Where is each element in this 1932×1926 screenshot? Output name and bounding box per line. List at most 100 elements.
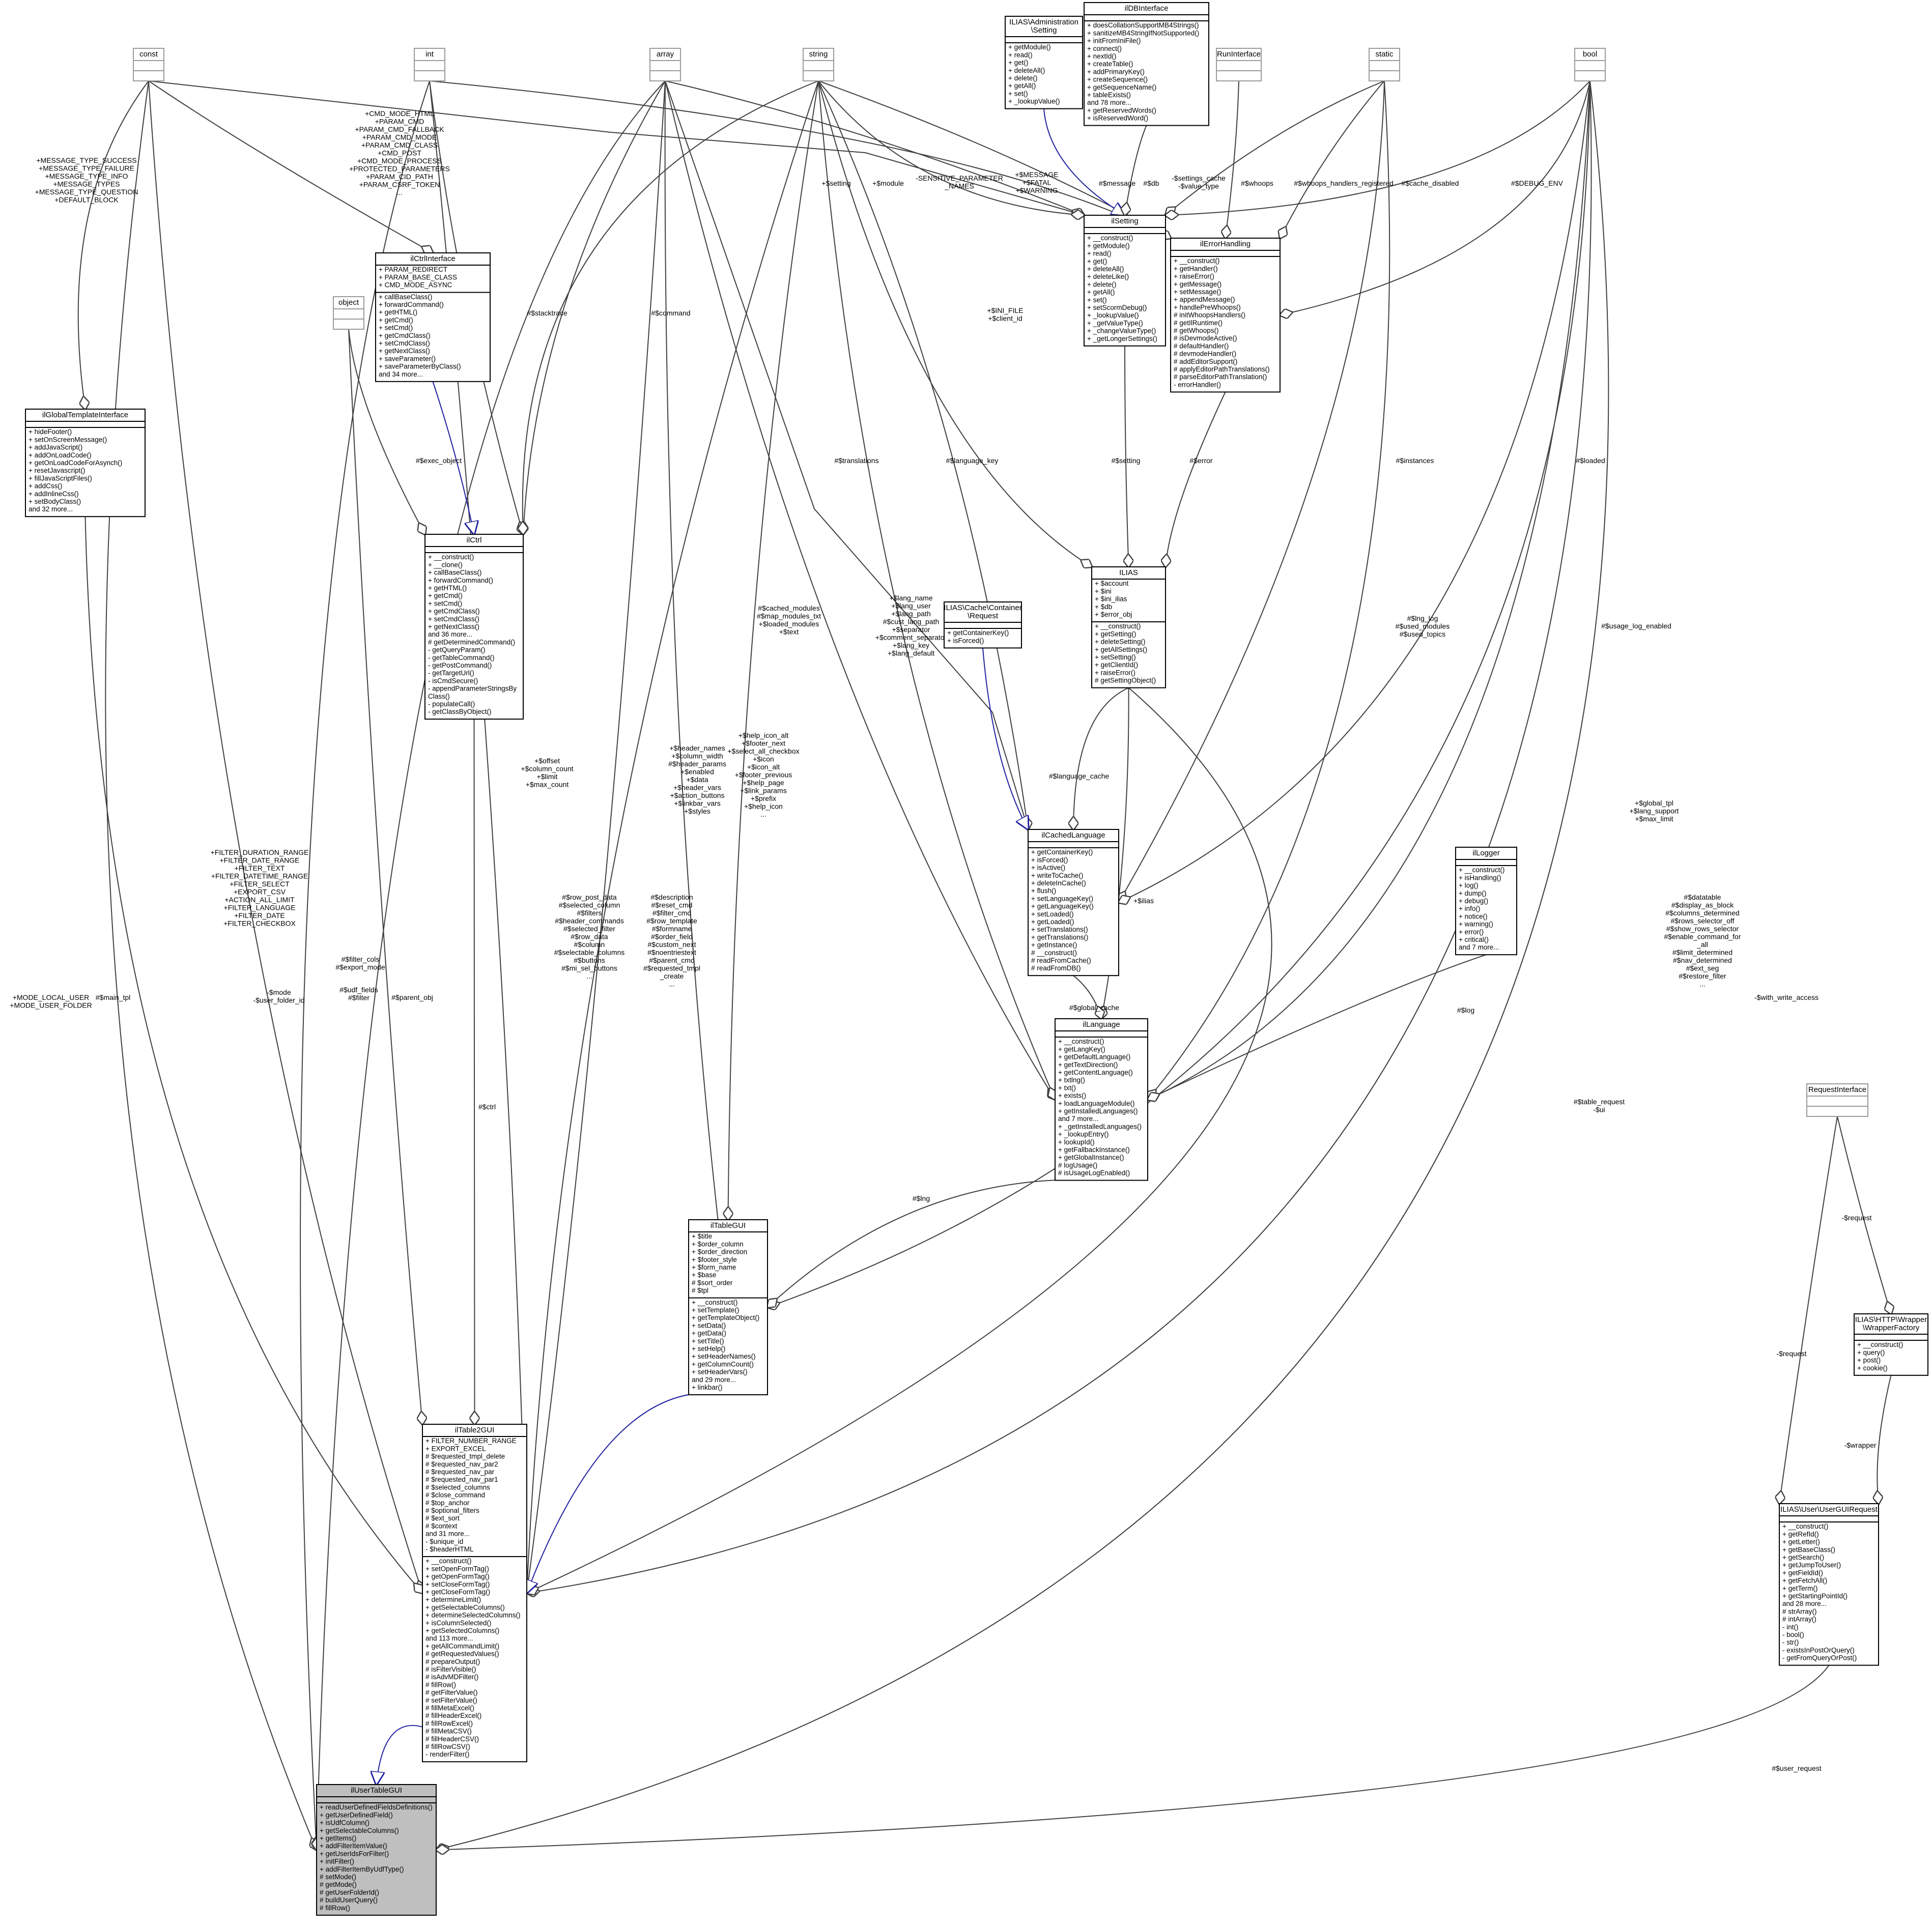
class-method: + addFilterItemValue() xyxy=(320,1842,387,1850)
edge-label-line: #$cached_modules xyxy=(758,604,819,612)
edge-label-line: +$action_buttons xyxy=(670,791,724,799)
edge-label-line: #$setting xyxy=(1112,456,1141,465)
edge-label-line: #$parent_cmd xyxy=(649,956,695,964)
class-method: - renderFilter() xyxy=(425,1750,469,1758)
edge-label-line: +PROTECTED_PARAMETERS xyxy=(349,165,450,173)
class-method: + connect() xyxy=(1087,45,1122,52)
class-method: + forwardCommand() xyxy=(428,577,493,584)
edge-label-line: -$mode xyxy=(267,988,291,996)
association-edge xyxy=(1073,975,1101,1019)
class-method: # fillHeaderExcel() xyxy=(425,1712,481,1719)
class-method: + flush() xyxy=(1031,887,1056,895)
class-method: + lookupId() xyxy=(1058,1138,1095,1146)
class-object: object xyxy=(333,296,364,330)
class-method: # applyEditorPathTranslations() xyxy=(1174,365,1270,373)
class-httpwrapper-factory: ILIAS\HTTP\Wrapper\WrapperFactory+ __con… xyxy=(1854,1313,1928,1376)
edge-label-line: #$order_field xyxy=(651,933,693,941)
association-edge xyxy=(1166,80,1590,215)
class-method: + appendMessage() xyxy=(1174,296,1235,303)
class-method: + getModule() xyxy=(1008,43,1051,51)
class-method: - str() xyxy=(1782,1638,1799,1646)
edge-label-line: +FILTER_TEXT xyxy=(235,864,285,872)
class-method: + getFetchAll() xyxy=(1782,1577,1827,1585)
class-method: + getColumnCount() xyxy=(692,1360,754,1368)
edge-label-line: +PARAM_CMD_FALLBACK xyxy=(355,125,444,133)
edge-label-line: #$rows_selector_off xyxy=(1670,917,1734,925)
edge-label-line: +$lang_default xyxy=(888,649,934,657)
edge-label-line: #$requested_tmpl xyxy=(643,964,700,972)
edge-label-filtercols: #$filter_cols#$export_mode xyxy=(335,955,385,971)
class-box-frame xyxy=(1170,238,1281,393)
edge-label-udffields: #$udf_fields#$filter xyxy=(339,986,378,1002)
association-edge xyxy=(527,80,819,1593)
association-edge xyxy=(1119,80,1385,903)
edge-label-line: +$help_icon_alt xyxy=(738,731,789,739)
class-box-frame xyxy=(1084,215,1166,347)
edge-label-line: #$language_key xyxy=(946,456,999,465)
class-method: + getOpenFormTag() xyxy=(425,1573,490,1580)
class-attribute: + $footer_style xyxy=(692,1256,737,1263)
edge-label-line: +$footer_next xyxy=(742,739,785,748)
association-edge xyxy=(436,80,1609,1850)
association-edge xyxy=(768,1179,1102,1307)
class-method: + getItems() xyxy=(320,1834,356,1842)
edge-label-line: +$offset xyxy=(534,757,560,765)
association-edge xyxy=(818,80,1028,829)
association-edge xyxy=(77,80,149,409)
class-name: ilLogger xyxy=(1472,849,1499,857)
edge-label-line: _all xyxy=(1696,940,1708,948)
class-method: + __construct() xyxy=(1459,866,1504,874)
class-box-frame xyxy=(424,534,524,720)
class-method: + dump() xyxy=(1459,889,1486,897)
edge-label-cachedmods: #$cached_modules#$map_modules_txt+$loade… xyxy=(757,604,821,636)
edge-label-rowpost: #$row_post_data#$selected_column#$filter… xyxy=(554,893,625,980)
class-method: + getClientId() xyxy=(1095,661,1138,669)
association-edge xyxy=(527,687,1272,1593)
class-method: and 7 more... xyxy=(1459,943,1499,951)
class-admin-setting: ILIAS\Administration\Setting+ getModule(… xyxy=(1005,16,1083,109)
class-attribute: + $form_name xyxy=(692,1263,736,1271)
class-method: + getAllSettings() xyxy=(1095,646,1147,653)
class-method: + read() xyxy=(1087,250,1112,257)
class-method: + addInlineCss() xyxy=(29,490,79,498)
class-name: ILIAS\Cache\Container\Request xyxy=(944,603,1021,620)
class-attribute: # $requested_nav_par xyxy=(425,1468,495,1476)
edge-label-line: +CMD_MODE_PROCESS xyxy=(357,157,442,165)
class-method: + cookie() xyxy=(1857,1364,1888,1372)
edge-label-lnglog: #$lng_log#$used_modules#$used_topics xyxy=(1396,614,1450,638)
class-ilias: ILIAS+ $account+ $ini+ $ini_ilias+ $db+ … xyxy=(1091,566,1166,688)
edge-label-line: +PARAM_CMD_MODE xyxy=(362,133,437,141)
edge-label-line: #$global_cache xyxy=(1069,1003,1119,1012)
class-method: + getSelectedColumns() xyxy=(425,1627,499,1634)
class-attribute: + $db xyxy=(1095,603,1112,611)
class-method: + getFallbackInstance() xyxy=(1058,1146,1130,1154)
class-attribute: + $error_obj xyxy=(1095,611,1132,618)
edge-label-line: #$loaded xyxy=(1576,456,1605,465)
edge-label-line: +$styles xyxy=(684,807,711,815)
class-method: + getAll() xyxy=(1008,82,1036,90)
class-method: - populateCall() xyxy=(428,700,475,708)
edge-label-line: #$ctrl xyxy=(478,1103,496,1111)
edge-label-line: +$WARNING xyxy=(1015,186,1058,194)
class-method: + getCloseFormTag() xyxy=(425,1588,490,1596)
class-method: + getHTML() xyxy=(379,308,417,316)
class-method: + setMessage() xyxy=(1174,288,1221,296)
class-method: # getUserFolderId() xyxy=(320,1888,379,1896)
association-edge xyxy=(527,80,1592,1593)
association-edge xyxy=(1148,80,1590,1100)
class-method: + getCmd() xyxy=(428,592,463,599)
class-il-table-gui: ilTableGUI+ $title+ $order_column+ $orde… xyxy=(688,1219,768,1395)
class-name: ilCtrl xyxy=(467,536,482,544)
edge-label-line: +MESSAGE_TYPE_FAILURE xyxy=(39,164,134,173)
class-name: ilGlobalTemplateInterface xyxy=(42,411,128,419)
class-method: + setCmd() xyxy=(379,324,413,332)
class-attribute: # $sort_order xyxy=(692,1279,733,1286)
edge-label-wrapper: -$wrapper xyxy=(1844,1441,1876,1449)
class-attribute: + $order_direction xyxy=(692,1248,747,1256)
edge-label-line: #$description xyxy=(650,893,693,901)
association-edge xyxy=(1837,1116,1891,1314)
class-method: # isFilterVisible() xyxy=(425,1665,476,1673)
class-method: + critical() xyxy=(1459,936,1489,943)
class-method: + setCmd() xyxy=(428,599,462,607)
association-edge xyxy=(84,516,423,1593)
